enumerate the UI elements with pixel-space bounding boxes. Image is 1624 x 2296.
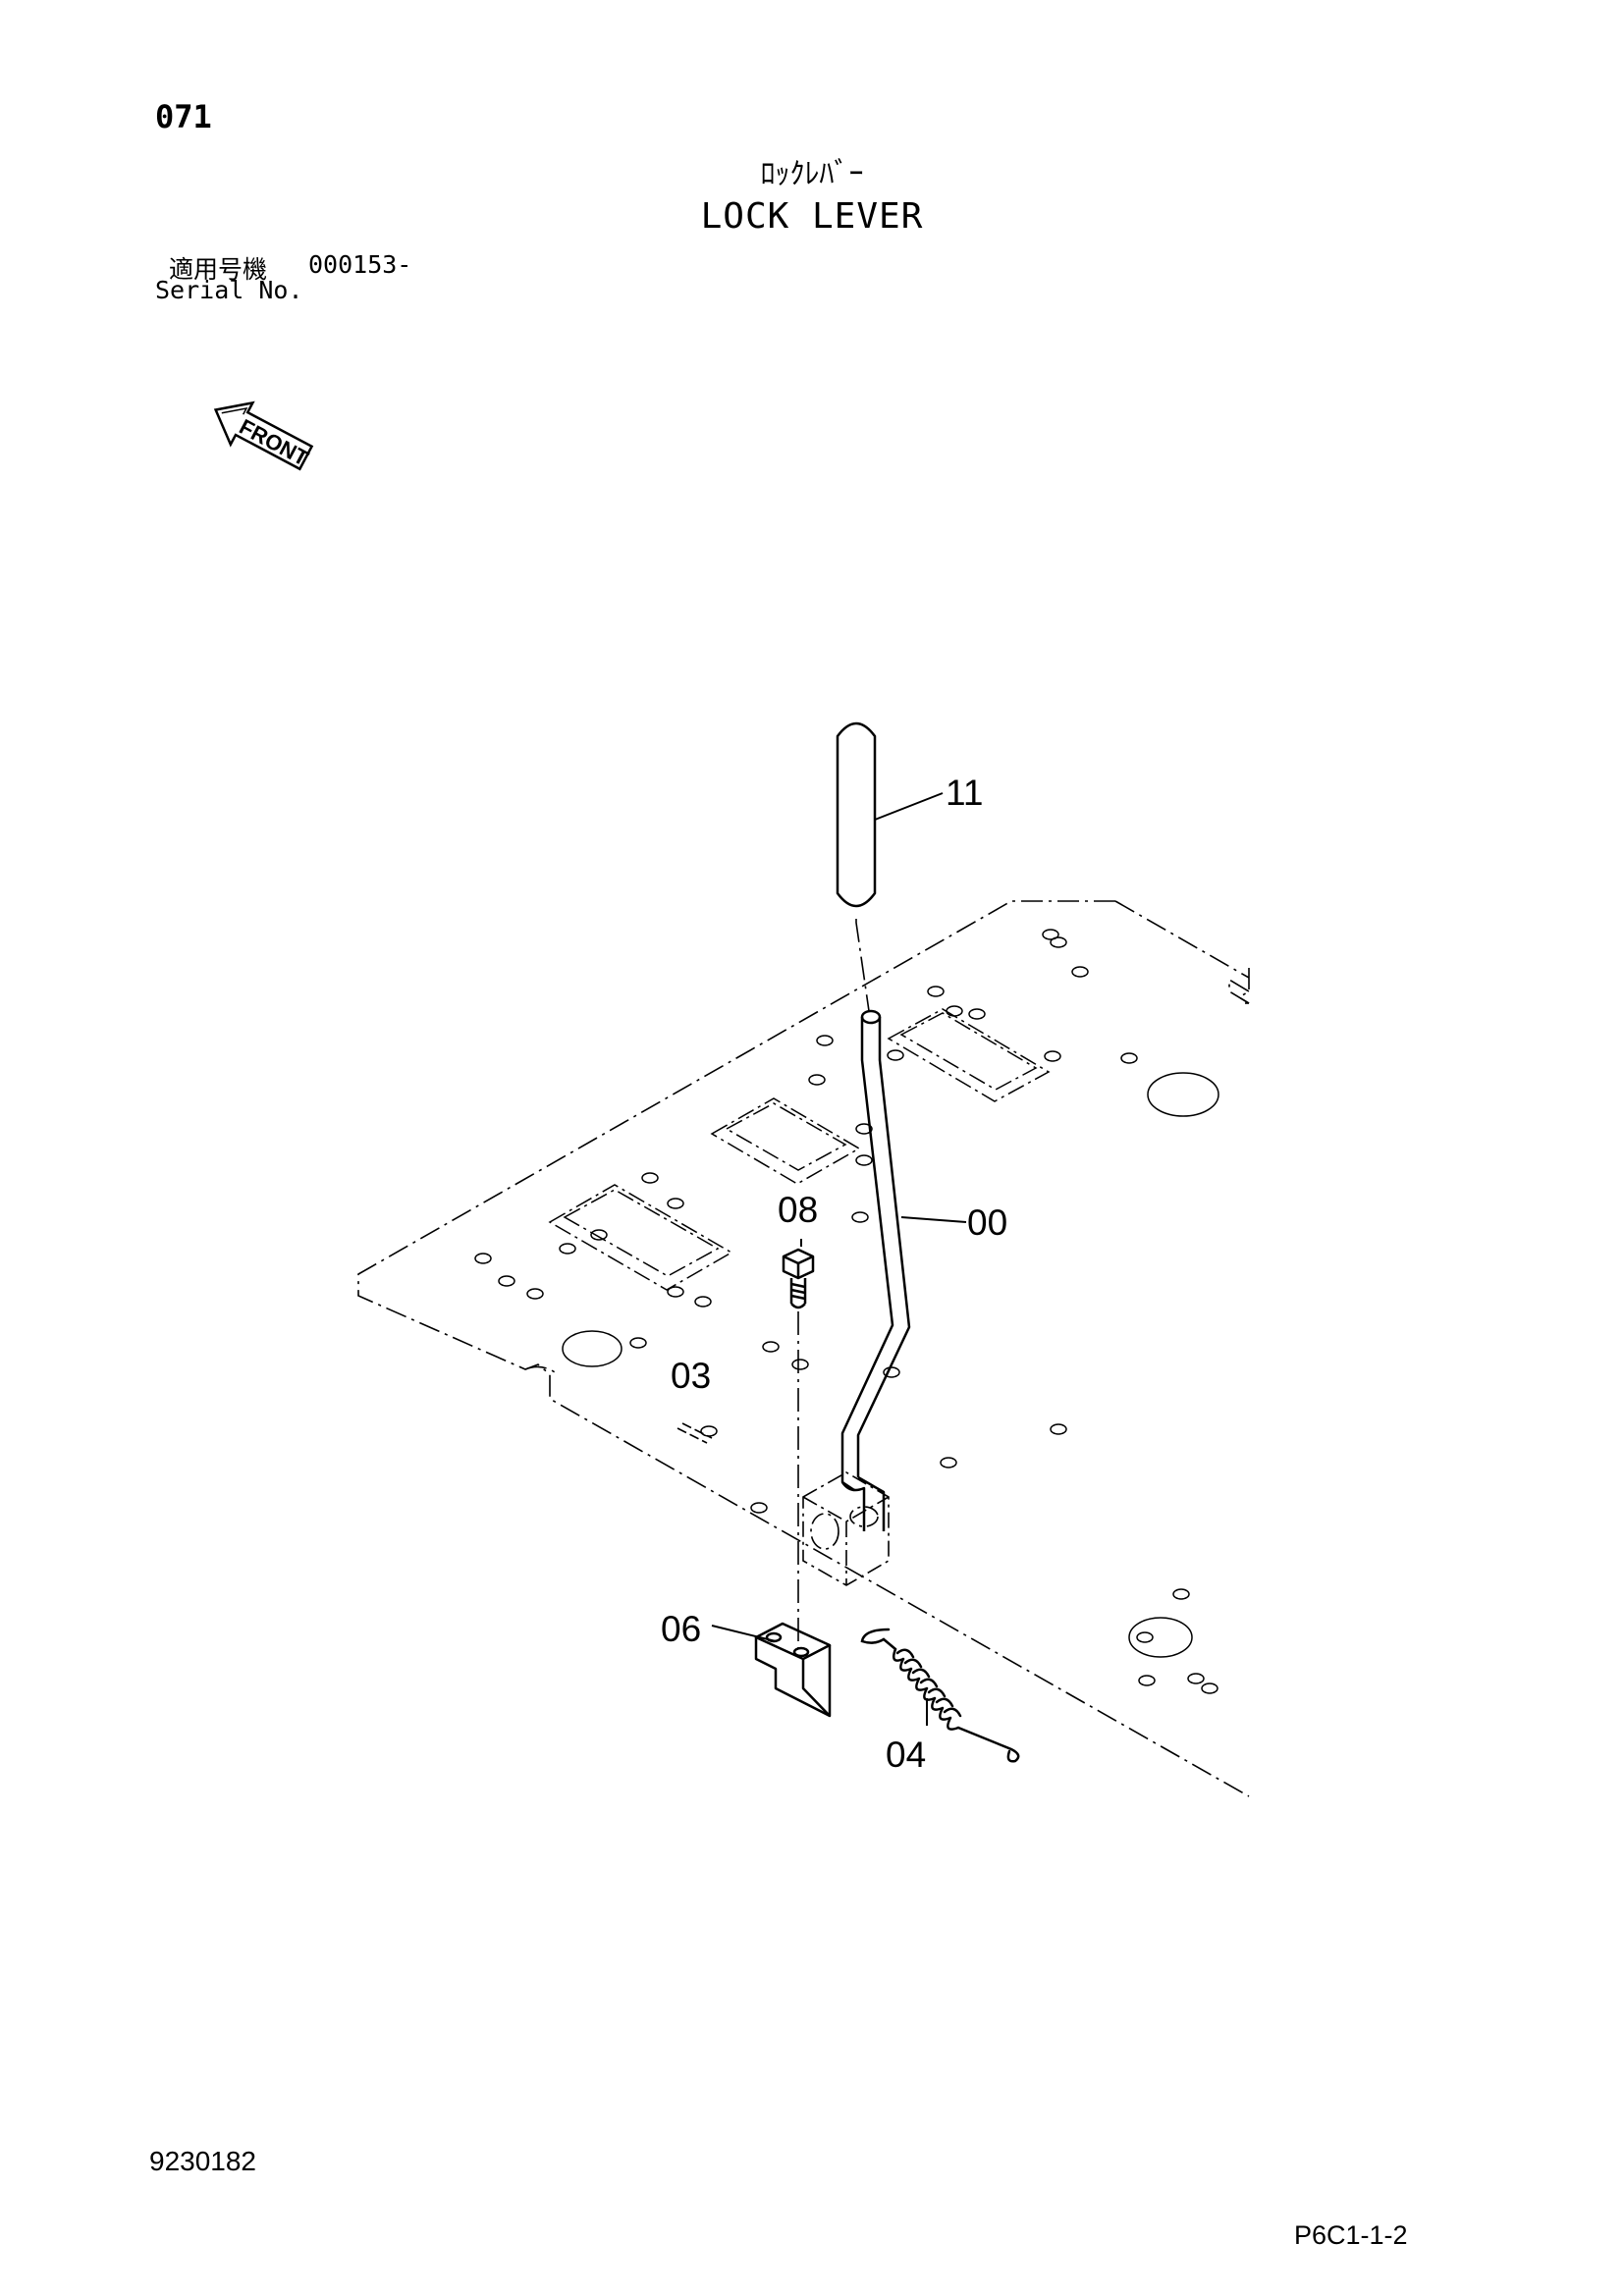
- document-code: 9230182: [149, 2146, 257, 2176]
- plate-holes: [474, 929, 1219, 1694]
- part-00-lever: [840, 1009, 911, 1531]
- part-11-grip: [836, 721, 877, 908]
- callout-08: 08: [778, 1190, 818, 1230]
- plate-openings: [548, 1008, 1051, 1291]
- page-number: 071: [155, 98, 212, 135]
- part-06-bracket: [754, 1622, 832, 1718]
- front-direction-arrow: FRONT: [213, 400, 314, 471]
- serial-label-japanese: 適用号機: [169, 255, 268, 284]
- callout-06: 06: [661, 1609, 701, 1649]
- title-japanese: ﾛｯｸﾚﾊﾞｰ: [760, 157, 864, 191]
- front-label: FRONT: [236, 414, 313, 471]
- assembly-centerlines: [797, 919, 870, 1649]
- part-03-pin: [677, 1422, 713, 1444]
- callout-03: 03: [671, 1356, 711, 1396]
- callout-04: 04: [886, 1735, 926, 1775]
- serial-range: 000153-: [308, 250, 412, 279]
- part-04-spring: [860, 1628, 1020, 1763]
- leader-lines: [711, 792, 967, 1726]
- part-08-bolt: [782, 1248, 815, 1309]
- page-title: LOCK LEVER: [700, 196, 924, 237]
- lever-mount-block: [802, 1471, 890, 1586]
- callout-00: 00: [967, 1202, 1007, 1243]
- callout-11: 11: [946, 773, 983, 813]
- floor-plate: [357, 900, 1250, 1797]
- page-code: P6C1-1-2: [1294, 2220, 1408, 2250]
- serial-label: Serial No.: [155, 276, 303, 304]
